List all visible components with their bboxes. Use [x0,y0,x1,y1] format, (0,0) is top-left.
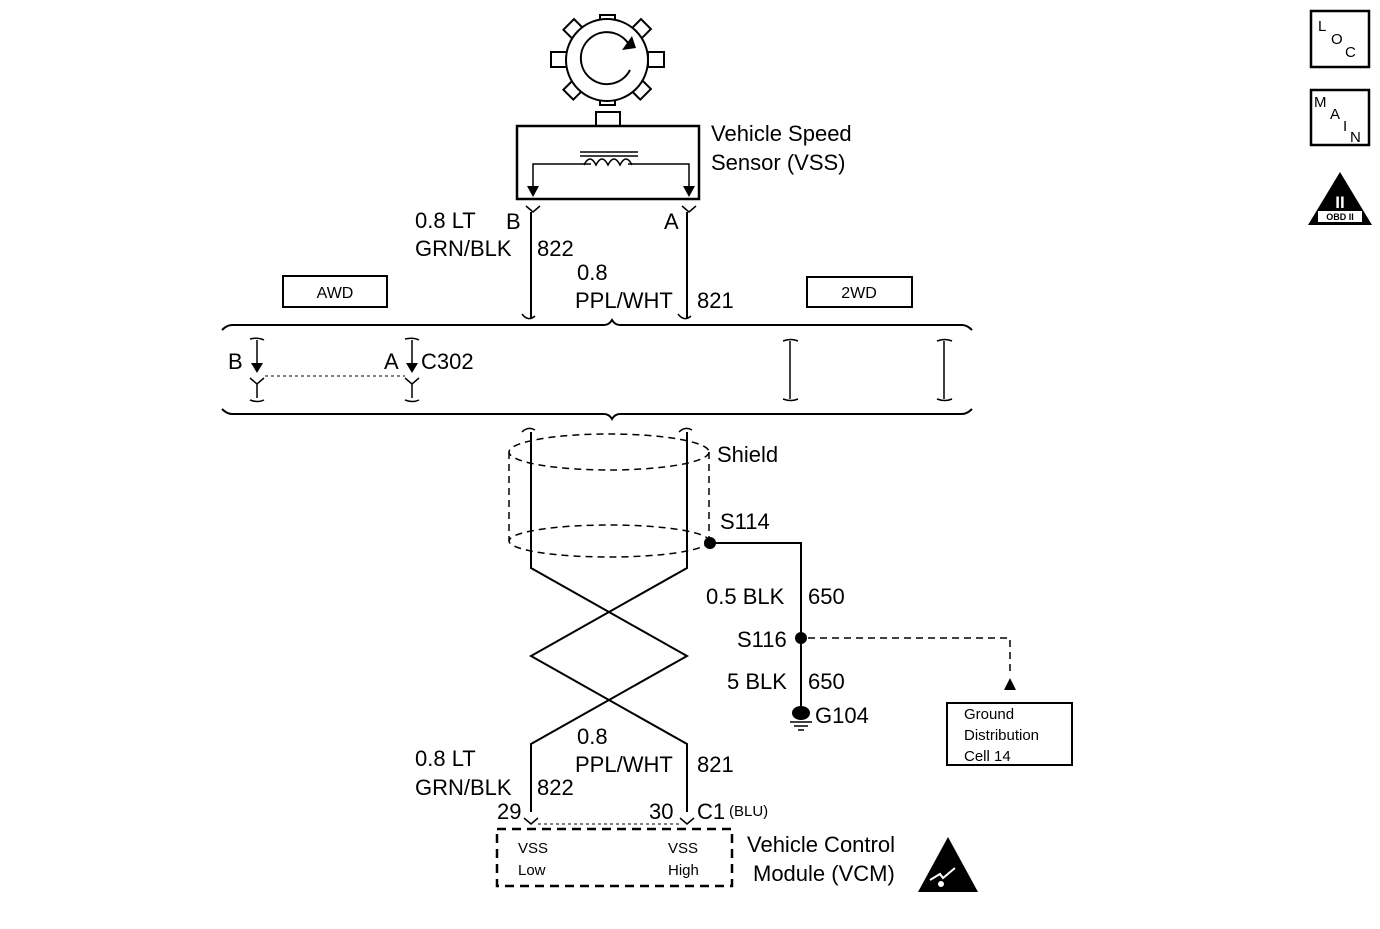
2wd-label: 2WD [841,285,877,302]
wire-821-bottom-circuit: 821 [697,752,734,777]
twisted-pair[interactable] [528,432,690,812]
wire-650-size-2: 5 BLK [727,669,787,694]
wire-650-circuit-2: 650 [808,669,845,694]
vss-high-line2: High [668,862,699,879]
ground-g104-label: G104 [815,703,869,728]
c302-pin-b: B [228,349,243,374]
vcm-name-line1: Vehicle Control [747,832,895,857]
vss-high-line1: VSS [668,840,698,857]
wire-650-circuit-1: 650 [808,584,845,609]
wire-650-ground[interactable] [709,542,802,710]
sensor-name-line2: Sensor (VSS) [711,150,846,175]
loc-letter-l: L [1318,18,1326,35]
wire-822-color: GRN/BLK [415,236,512,261]
ground-symbol-icon [790,706,812,731]
splice-s114[interactable] [704,537,716,549]
c302-connector[interactable] [249,337,420,403]
awd-option-box[interactable]: AWD [282,275,388,308]
wire-822-bottom-color: GRN/BLK [415,775,512,800]
ground-distribution-line2: Distribution [964,727,1039,744]
ground-distribution-line1: Ground [964,706,1014,723]
sensor-pin-a: A [664,209,679,234]
main-button[interactable]: M A I N [1309,88,1371,147]
shield-label: Shield [717,442,778,467]
obd-roman: II [1335,193,1344,212]
shield[interactable] [508,433,710,558]
wire-821-bottom-size: 0.8 [577,724,608,749]
loc-letter-c: C [1345,44,1356,61]
main-letter-a: A [1330,106,1340,123]
wire-822-circuit: 822 [537,236,574,261]
c302-name: C302 [421,349,474,374]
vss-low-line1: VSS [518,840,548,857]
wire-821-color: PPL/WHT [575,288,673,313]
c302-pin-a: A [384,349,399,374]
wire-821-size: 0.8 [577,260,608,285]
vcm-pin-30: 30 [649,799,673,824]
sensor-name-line1: Vehicle Speed [711,121,852,146]
connector-c1: C1 [697,799,725,824]
wire-822-bottom-circuit: 822 [537,775,574,800]
ground-distribution-line3: Cell 14 [964,748,1011,765]
vcm-name-line2: Module (VCM) [753,861,895,886]
wire-821-circuit: 821 [697,288,734,313]
loc-button[interactable]: L O C [1309,9,1371,69]
awd-label: AWD [317,285,354,302]
main-letter-i: I [1343,118,1347,135]
main-letter-n: N [1350,129,1361,146]
wire-822-size: 0.8 LT [415,208,476,233]
2wd-option-box[interactable]: 2WD [806,276,913,308]
loc-letter-o: O [1331,31,1343,48]
ground-distribution-link[interactable] [808,637,1016,690]
wire-822-bottom-size: 0.8 LT [415,746,476,771]
sensor-pin-b: B [506,209,521,234]
2wd-jumper-left [782,338,799,402]
esd-warning-icon [918,837,978,892]
obd-label: OBD II [1326,212,1354,222]
main-letter-m: M [1314,94,1327,111]
wire-650-size-1: 0.5 BLK [706,584,785,609]
splice-s116[interactable] [795,632,807,644]
ground-distribution-box[interactable]: Ground Distribution Cell 14 [946,702,1073,766]
2wd-jumper-right [936,338,953,402]
connector-c1-color: (BLU) [729,803,768,820]
option-bracket [221,318,973,421]
splice-s114-label: S114 [720,509,770,534]
vcm-pin-29: 29 [497,799,521,824]
wire-821-bottom-color: PPL/WHT [575,752,673,777]
vehicle-speed-sensor[interactable] [515,124,701,201]
splice-s116-label: S116 [737,627,787,652]
obd-ii-icon[interactable]: II OBD II [1308,172,1372,225]
vss-low-line2: Low [518,862,546,879]
vehicle-control-module[interactable]: VSS Low VSS High [495,827,734,888]
reluctor-wheel-icon [550,14,665,127]
